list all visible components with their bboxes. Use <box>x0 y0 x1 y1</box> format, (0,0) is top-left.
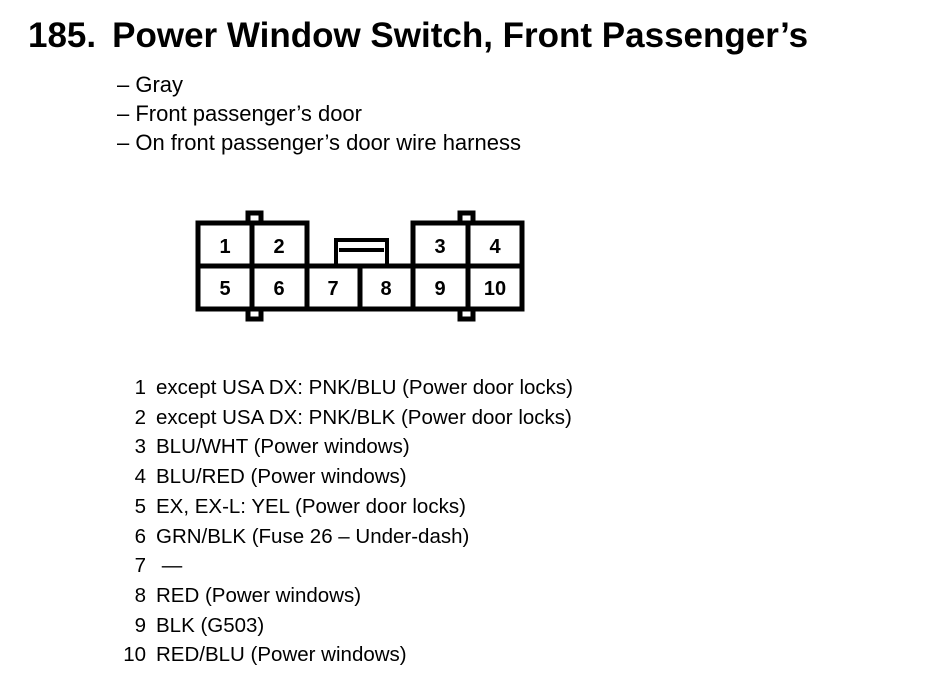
pin-description: RED/BLU (Power windows) <box>156 643 407 667</box>
cavity-label: 1 <box>219 236 230 258</box>
pin-number: 8 <box>134 583 146 607</box>
pin-number: 6 <box>134 524 146 548</box>
list-item: 3 BLU/WHT (Power windows) <box>118 432 573 462</box>
list-item: 4 BLU/RED (Power windows) <box>118 462 573 492</box>
pin-description: GRN/BLK (Fuse 26 – Under-dash) <box>156 524 470 548</box>
cavity-label: 2 <box>273 236 284 258</box>
list-item: 5 EX, EX-L: YEL (Power door locks) <box>118 492 573 522</box>
list-item: 10 RED/BLU (Power windows) <box>118 640 573 670</box>
list-item: 8 RED (Power windows) <box>118 581 573 611</box>
pin-number: 5 <box>134 494 146 518</box>
section-number: 185. <box>28 16 97 55</box>
pin-description: — <box>156 554 183 578</box>
pin-description: BLU/RED (Power windows) <box>156 465 407 489</box>
pin-description: RED (Power windows) <box>156 583 362 607</box>
cavity-label: 8 <box>380 278 391 300</box>
pin-number: 1 <box>134 376 146 399</box>
cavity-label: 7 <box>327 278 338 300</box>
pin-description: BLU/WHT (Power windows) <box>156 435 410 459</box>
pin-number: 2 <box>134 405 146 429</box>
pin-description: except USA DX: PNK/BLK (Power door locks… <box>156 405 572 429</box>
connector-diagram: 1 2 3 4 5 6 7 8 9 10 <box>195 210 525 322</box>
list-item: 9 BLK (G503) <box>118 611 573 641</box>
cavity-label: 4 <box>489 236 501 258</box>
section-title: Power Window Switch, Front Passenger’s <box>112 16 809 55</box>
list-item: 7 — <box>118 551 573 581</box>
list-item: 6 GRN/BLK (Fuse 26 – Under-dash) <box>118 522 573 552</box>
pin-description: BLK (G503) <box>156 613 265 637</box>
cavity-label: 3 <box>434 236 445 258</box>
pin-description: EX, EX-L: YEL (Power door locks) <box>156 494 466 518</box>
list-item: 1 except USA DX: PNK/BLU (Power door lock… <box>118 373 573 403</box>
cavity-label: 10 <box>484 278 506 300</box>
pin-number: 7 <box>134 554 146 578</box>
pin-number: 10 <box>123 643 146 667</box>
cavity-label: 6 <box>273 278 284 300</box>
pin-number: 3 <box>134 435 146 459</box>
detail-harness: – On front passenger’s door wire harness <box>117 130 521 155</box>
detail-location: – Front passenger’s door <box>117 101 362 126</box>
pin-description: except USA DX: PNK/BLU (Power door locks… <box>156 376 573 399</box>
detail-color: – Gray <box>117 72 184 97</box>
page-title: 185. Power Window Switch, Front Passenger… <box>28 16 808 56</box>
connector-details: – Gray – Front passenger’s door – On fro… <box>117 70 521 157</box>
connector-key <box>334 238 389 266</box>
cavity-label: 5 <box>219 278 230 300</box>
cavity-label: 9 <box>434 278 445 300</box>
pinout-list: 1 except USA DX: PNK/BLU (Power door lock… <box>118 373 573 670</box>
pin-number: 9 <box>134 613 146 637</box>
list-item: 2 except USA DX: PNK/BLK (Power door lock… <box>118 403 573 433</box>
pin-number: 4 <box>134 465 146 489</box>
